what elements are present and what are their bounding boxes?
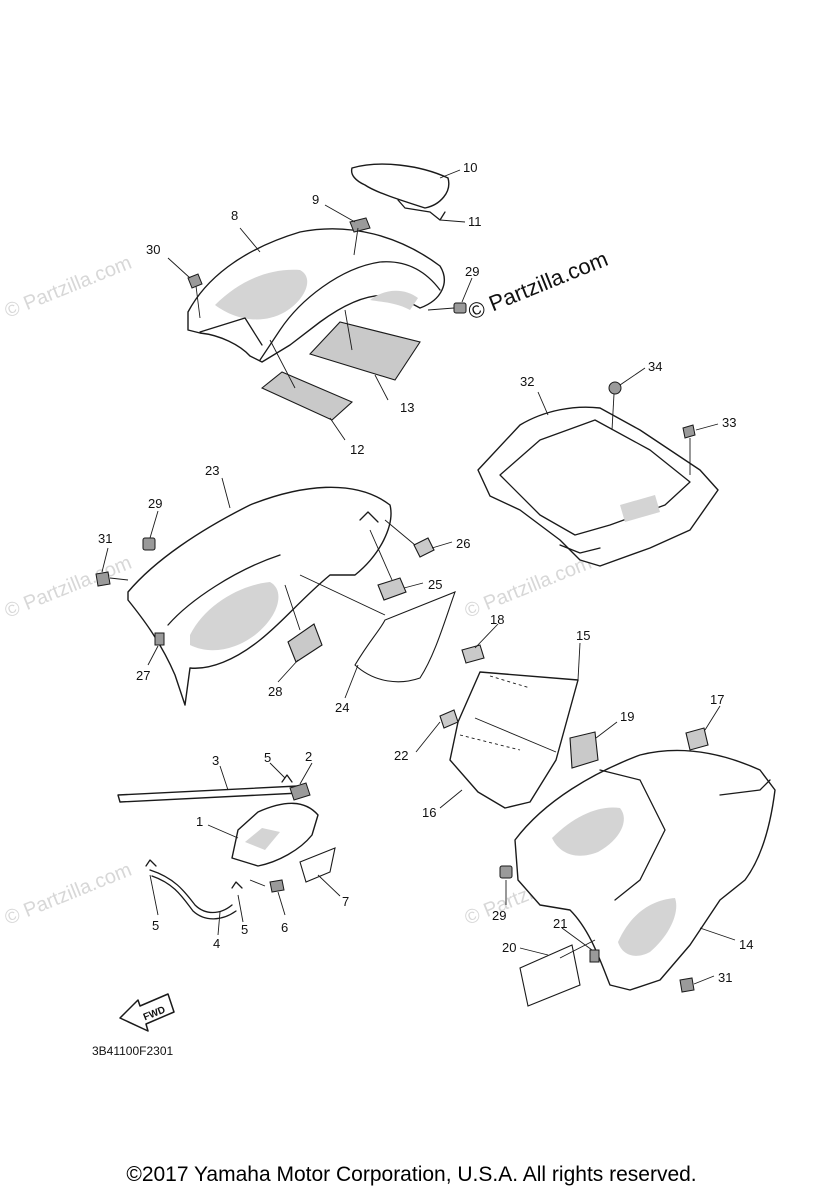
- callout-32: 32: [520, 374, 534, 389]
- callout-30: 30: [146, 242, 160, 257]
- callout-15: 15: [576, 628, 590, 643]
- part-2-cap: [289, 782, 311, 801]
- part-23-side-cover: [127, 486, 392, 706]
- callout-11: 11: [468, 214, 482, 229]
- fwd-arrow-icon: FWD: [119, 993, 175, 1032]
- part-4-hose: [149, 869, 237, 920]
- part-31-screw-mid: [95, 571, 129, 587]
- part-20-pad: [519, 939, 596, 1007]
- callout-29-top: 29: [465, 264, 479, 279]
- part-21-nut: [589, 949, 600, 963]
- callout-20: 20: [502, 940, 516, 955]
- part-5-clip-left: [145, 859, 157, 867]
- part-30-screw: [187, 273, 203, 319]
- part-1-tank: [231, 802, 319, 867]
- callout-33: 33: [722, 415, 736, 430]
- watermark: © Partzilla.com: [2, 552, 135, 623]
- part-13-pad: [308, 309, 421, 381]
- part-17-pad: [685, 727, 709, 751]
- diagram-code: 3B41100F2301: [92, 1044, 174, 1058]
- callout-27: 27: [136, 668, 150, 683]
- callout-25: 25: [428, 577, 442, 592]
- part-24-pad: [299, 574, 456, 683]
- part-15-16-panel: [449, 671, 579, 809]
- callout-16: 16: [422, 805, 436, 820]
- callout-14: 14: [739, 937, 753, 952]
- callout-31-mid: 31: [98, 531, 112, 546]
- callout-5-left: 5: [152, 918, 159, 933]
- part-29-clip-top: [427, 302, 467, 314]
- callout-5-right: 5: [241, 922, 248, 937]
- callout-4: 4: [213, 936, 220, 951]
- part-18-pad: [461, 644, 485, 664]
- callout-8: 8: [231, 208, 238, 223]
- part-11-bracket: [397, 199, 446, 221]
- callout-2: 2: [305, 749, 312, 764]
- part-19-pad: [569, 731, 599, 769]
- callout-7: 7: [342, 894, 349, 909]
- part-5-clip-right: [231, 881, 243, 889]
- part-6-bolt: [249, 879, 285, 893]
- leader-lines: [101, 169, 736, 985]
- callout-17: 17: [710, 692, 724, 707]
- part-31-screw-low: [679, 977, 695, 993]
- part-33-screw: [682, 424, 696, 475]
- part-12-pad: [260, 339, 354, 421]
- part-3-rod: [117, 785, 301, 803]
- part-32-frame: [477, 406, 719, 567]
- part-27-nut: [154, 632, 165, 646]
- callout-29-low: 29: [492, 908, 506, 923]
- callout-10: 10: [463, 160, 477, 175]
- part-29-clip-low: [499, 865, 513, 879]
- part-25-pad: [369, 529, 407, 601]
- callout-22: 22: [394, 748, 408, 763]
- callout-18: 18: [490, 612, 504, 627]
- watermark: © Partzilla.com: [462, 552, 595, 623]
- callout-9: 9: [312, 192, 319, 207]
- callout-6: 6: [281, 920, 288, 935]
- callout-31-low: 31: [718, 970, 732, 985]
- watermark-main: © Partzilla.com: [465, 246, 612, 325]
- callout-28: 28: [268, 684, 282, 699]
- part-7-pad: [299, 847, 336, 883]
- part-10-cover: [350, 163, 450, 209]
- callouts: 10 9 11 8 30 29 13 12 32 34 33 23 29 31 …: [98, 160, 753, 985]
- callout-26: 26: [456, 536, 470, 551]
- callout-19: 19: [620, 709, 634, 724]
- callout-12: 12: [350, 442, 364, 457]
- callout-24: 24: [335, 700, 349, 715]
- callout-29-mid: 29: [148, 496, 162, 511]
- copyright-notice: ©2017 Yamaha Motor Corporation, U.S.A. A…: [126, 1163, 697, 1186]
- callout-23: 23: [205, 463, 219, 478]
- callout-34: 34: [648, 359, 662, 374]
- part-8-rear-fender-cover: [187, 228, 445, 363]
- callout-1: 1: [196, 814, 203, 829]
- part-29-clip-mid: [142, 537, 156, 551]
- callout-21: 21: [553, 916, 567, 931]
- watermark: © Partzilla.com: [2, 252, 135, 323]
- part-26-pad: [384, 519, 435, 558]
- part-5-clip-top: [281, 774, 293, 783]
- part-22-pad: [439, 709, 459, 729]
- part-28-pad: [284, 584, 323, 663]
- callout-5-top: 5: [264, 750, 271, 765]
- part-34-clamp: [608, 381, 622, 431]
- callout-3: 3: [212, 753, 219, 768]
- callout-13: 13: [400, 400, 414, 415]
- part-14-side-cover: [514, 749, 776, 991]
- watermark: © Partzilla.com: [2, 859, 135, 930]
